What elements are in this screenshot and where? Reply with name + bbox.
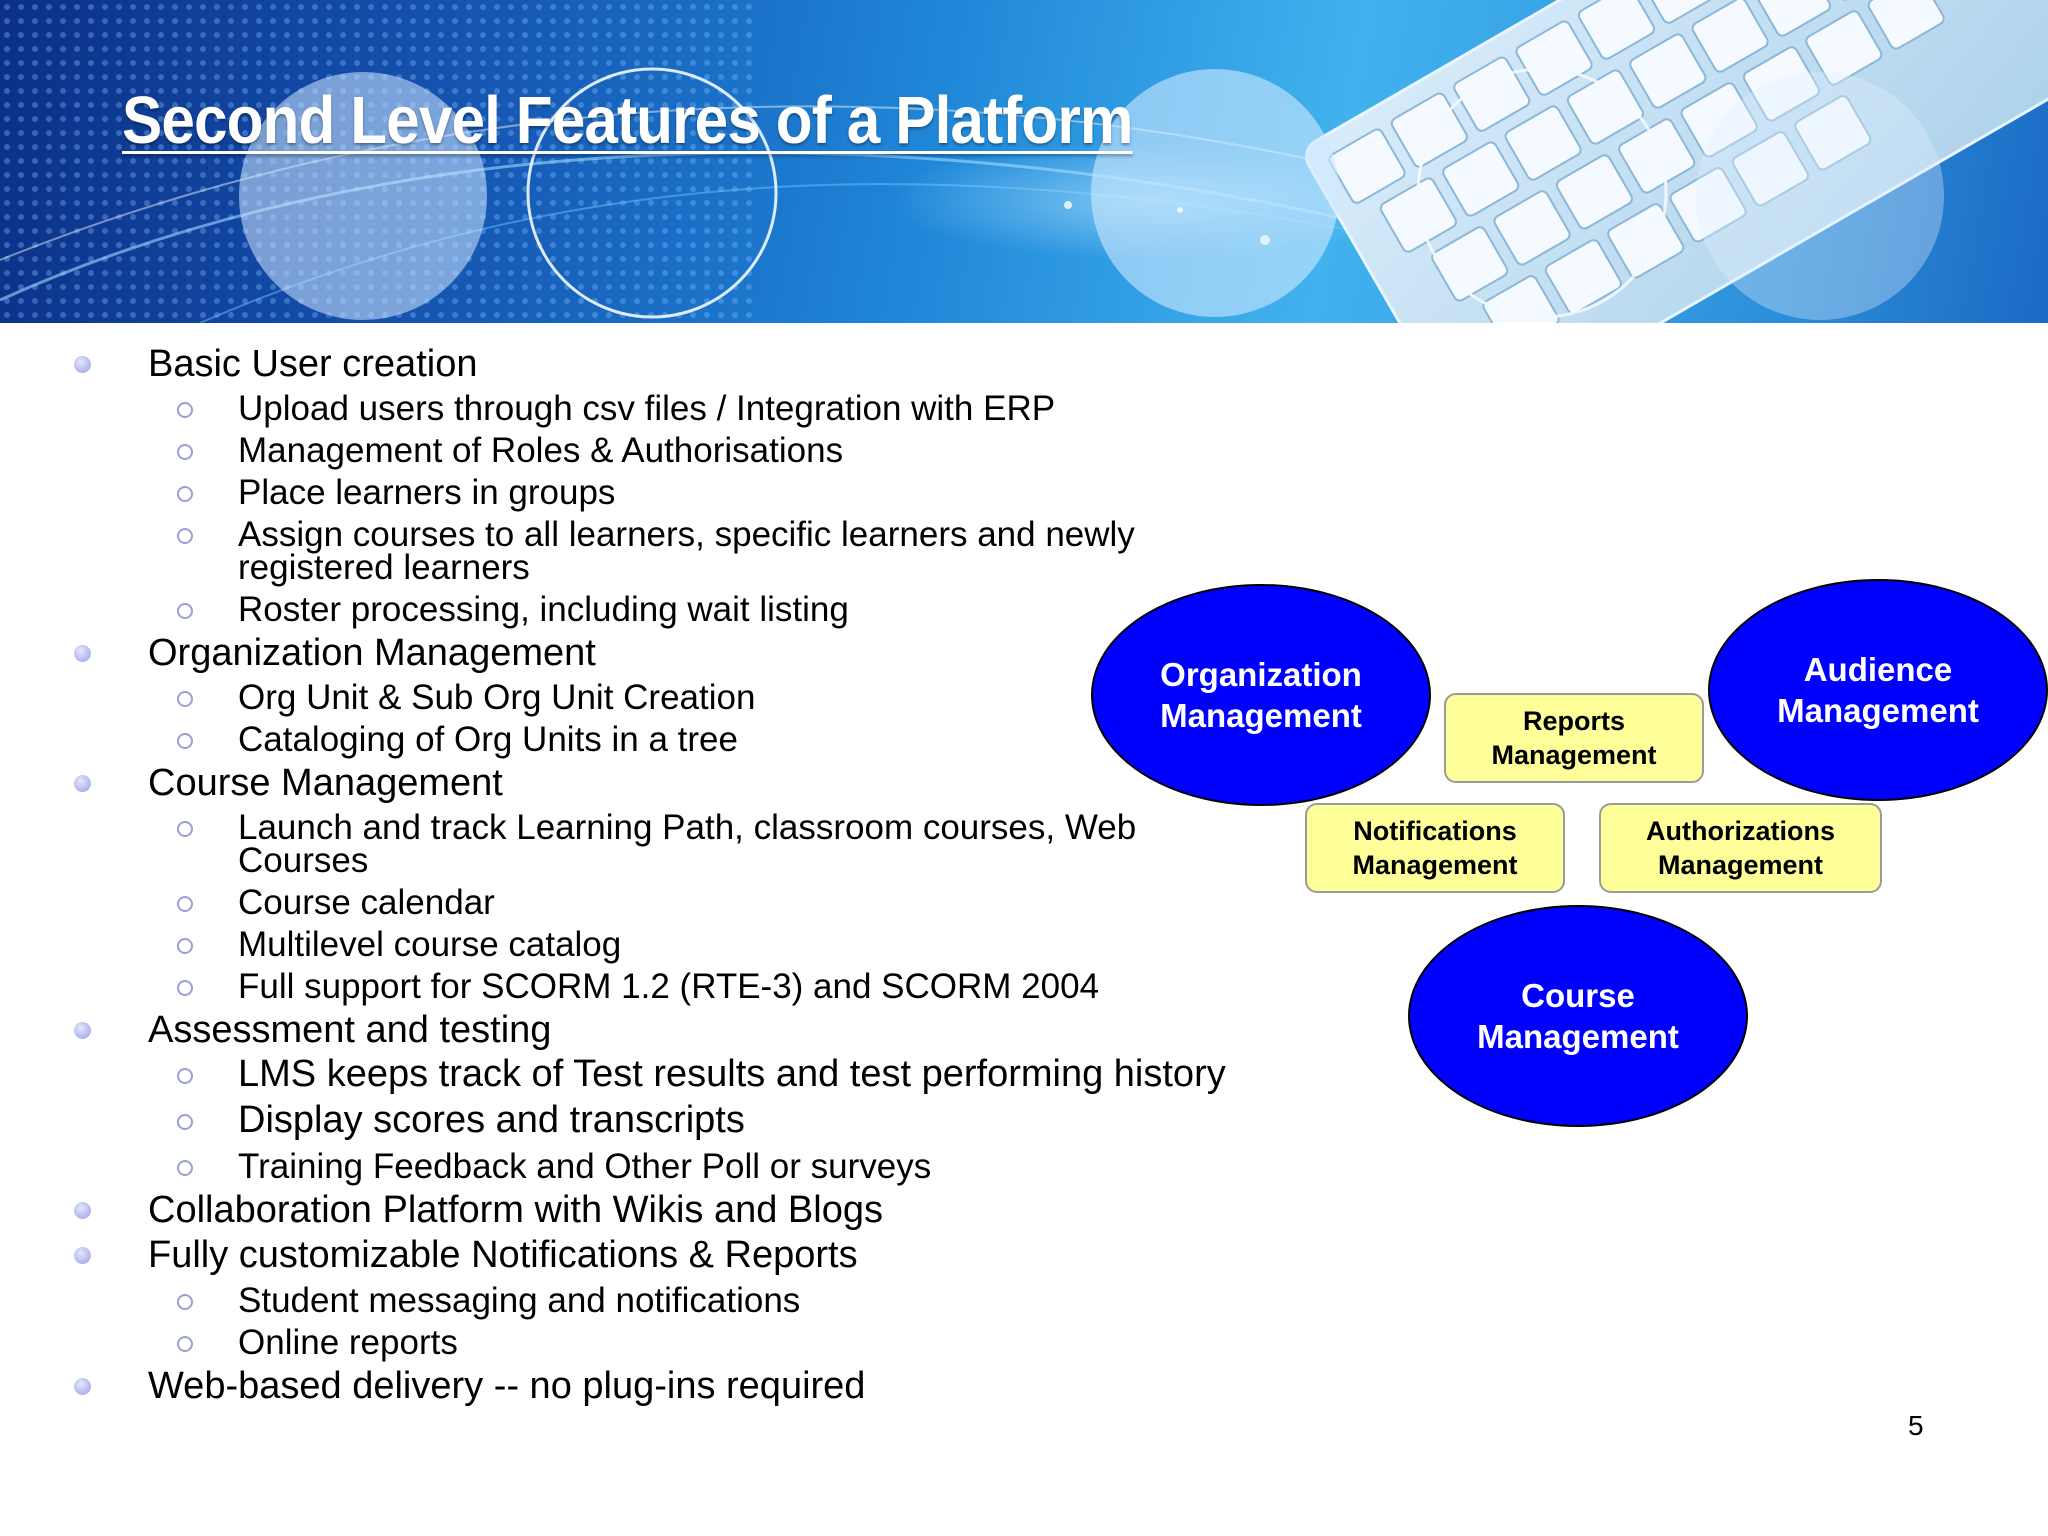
sub-list-item: Management of Roles & Authorisations	[177, 431, 844, 470]
box-label: Management	[1352, 850, 1518, 880]
notifications-management-box: Notifications Management	[1305, 803, 1565, 893]
bullet-ring-icon	[177, 980, 193, 996]
sub-list-item-text-continued: Courses	[238, 841, 369, 880]
list-item-text: Organization Management	[148, 632, 596, 674]
course-management-oval: Course Management	[1408, 905, 1748, 1127]
sub-list-item-text: Roster processing, including wait listin…	[238, 590, 849, 629]
banner-artwork	[0, 0, 2048, 323]
reports-management-box: Reports Management	[1444, 693, 1704, 783]
bullet-dot-icon	[74, 1022, 91, 1039]
bullet-ring-icon	[177, 603, 193, 619]
sub-list-item: Display scores and transcripts	[177, 1099, 745, 1141]
sub-list-item-text: Display scores and transcripts	[238, 1099, 745, 1141]
bullet-ring-icon	[177, 896, 193, 912]
bullet-dot-icon	[74, 356, 91, 373]
sub-list-item: Training Feedback and Other Poll or surv…	[177, 1147, 932, 1186]
sub-list-item: LMS keeps track of Test results and test…	[177, 1053, 1226, 1095]
sub-list-item-text: Place learners in groups	[238, 473, 616, 512]
sub-list-item: Multilevel course catalog	[177, 925, 622, 964]
bullet-ring-icon	[177, 1336, 193, 1352]
slide-title: Second Level Features of a Platform	[122, 83, 1134, 158]
oval-label: Management	[1477, 1018, 1679, 1055]
bullet-ring-icon	[177, 1114, 193, 1130]
bullet-ring-icon	[177, 528, 193, 544]
list-item: Fully customizable Notifications & Repor…	[74, 1234, 858, 1277]
bullet-ring-icon	[177, 938, 193, 954]
sub-list-item: Online reports	[177, 1323, 458, 1362]
list-item: Course Management	[74, 762, 503, 805]
bullet-dot-icon	[74, 645, 91, 662]
list-item-text: Web-based delivery -- no plug-ins requir…	[148, 1365, 866, 1407]
oval-label: Course	[1521, 977, 1635, 1014]
list-item-text: Fully customizable Notifications & Repor…	[148, 1234, 858, 1276]
sub-list-item: Org Unit & Sub Org Unit Creation	[177, 678, 756, 717]
bullet-dot-icon	[74, 1378, 91, 1395]
sub-list-item: Full support for SCORM 1.2 (RTE-3) and S…	[177, 967, 1100, 1006]
list-item: Web-based delivery -- no plug-ins requir…	[74, 1365, 866, 1408]
bullet-ring-icon	[177, 691, 193, 707]
box-label: Reports	[1522, 706, 1625, 736]
sub-list-item: Place learners in groups	[177, 473, 616, 512]
sub-list-item-text: Org Unit & Sub Org Unit Creation	[238, 678, 756, 717]
bullet-dot-icon	[74, 775, 91, 792]
sub-list-item: Course calendar	[177, 883, 495, 922]
sub-list-item: Upload users through csv files / Integra…	[177, 389, 1056, 428]
sub-list-item: Roster processing, including wait listin…	[177, 590, 849, 629]
sub-list-item: Student messaging and notifications	[177, 1281, 801, 1320]
sub-list-item-text: Online reports	[238, 1323, 458, 1362]
box-label: Management	[1657, 850, 1824, 880]
sub-list-item: Assign courses to all learners, specific…	[177, 515, 1135, 587]
sub-list-item-text: Management of Roles & Authorisations	[238, 431, 844, 470]
sub-list-item: Cataloging of Org Units in a tree	[177, 720, 738, 759]
bullet-dot-icon	[74, 1202, 91, 1219]
list-item: Assessment and testing	[74, 1009, 552, 1052]
bullet-ring-icon	[177, 486, 193, 502]
sub-list-item-text: Upload users through csv files / Integra…	[238, 389, 1056, 428]
bullet-dot-icon	[74, 1247, 91, 1264]
sub-list-item-text: Cataloging of Org Units in a tree	[238, 720, 738, 759]
sub-list-item-text: Course calendar	[238, 883, 495, 922]
list-item: Organization Management	[74, 632, 596, 675]
sub-list-item-text: Student messaging and notifications	[238, 1281, 801, 1320]
bullet-ring-icon	[177, 1294, 193, 1310]
bullet-ring-icon	[177, 821, 193, 837]
list-item-text: Collaboration Platform with Wikis and Bl…	[148, 1189, 883, 1231]
box-label: Management	[1491, 740, 1657, 770]
oval-label: Management	[1160, 697, 1362, 734]
oval-label: Audience	[1803, 651, 1953, 688]
header-banner: Second Level Features of a Platform	[0, 0, 2048, 323]
bullet-ring-icon	[177, 733, 193, 749]
sub-list-item-text: Launch and track Learning Path, classroo…	[238, 808, 1137, 847]
box-label: Notifications	[1353, 816, 1517, 846]
sub-list-item-text: Training Feedback and Other Poll or surv…	[238, 1147, 932, 1186]
organization-management-oval: Organization Management	[1091, 584, 1431, 806]
sub-list-item-text-continued: registered learners	[238, 548, 530, 587]
bullet-ring-icon	[177, 402, 193, 418]
bullet-ring-icon	[177, 1068, 193, 1084]
list-item-text: Course Management	[148, 762, 503, 804]
sub-list-item-text: LMS keeps track of Test results and test…	[238, 1053, 1226, 1095]
box-label: Authorizations	[1646, 816, 1835, 846]
list-item-text: Assessment and testing	[148, 1009, 552, 1051]
sub-list-item-text: Assign courses to all learners, specific…	[238, 515, 1135, 554]
list-item-text: Basic User creation	[148, 343, 478, 385]
bullet-ring-icon	[177, 1160, 193, 1176]
bullet-ring-icon	[177, 444, 193, 460]
list-item: Basic User creation	[74, 343, 478, 386]
authorizations-management-box: Authorizations Management	[1599, 803, 1882, 893]
audience-management-oval: Audience Management	[1708, 579, 2048, 801]
bullet-list: Basic User creation Upload users through…	[74, 343, 1226, 1408]
list-item: Collaboration Platform with Wikis and Bl…	[74, 1189, 883, 1232]
sub-list-item-text: Full support for SCORM 1.2 (RTE-3) and S…	[238, 967, 1100, 1006]
page-number: 5	[1908, 1410, 1924, 1441]
oval-label: Organization	[1160, 656, 1362, 693]
sub-list-item-text: Multilevel course catalog	[238, 925, 622, 964]
oval-label: Management	[1777, 692, 1979, 729]
sub-list-item: Launch and track Learning Path, classroo…	[177, 808, 1137, 880]
